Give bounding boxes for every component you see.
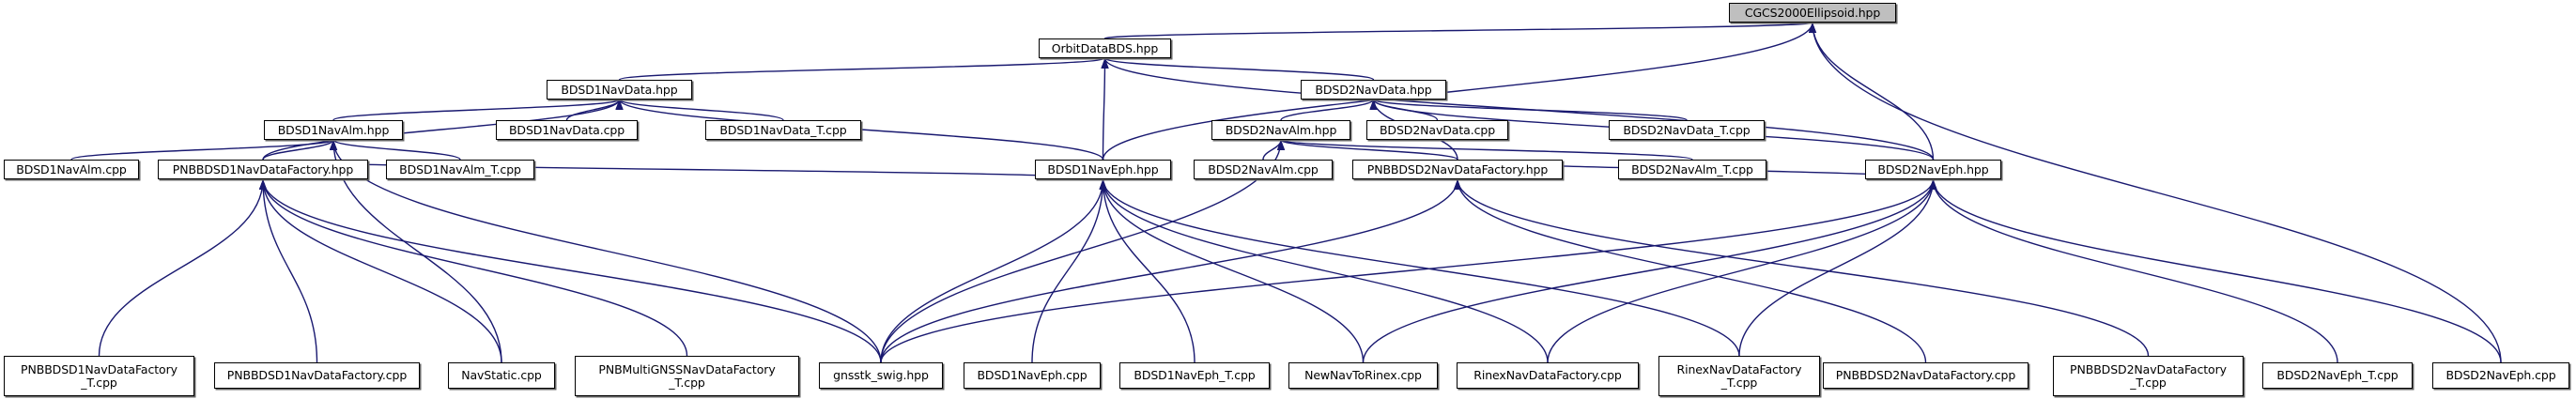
graph-node[interactable]: BDSD1NavData.cpp (496, 120, 638, 140)
graph-node[interactable]: NewNavToRinex.cpp (1288, 362, 1438, 389)
graph-edge (1808, 22, 1935, 161)
graph-node[interactable]: RinexNavDataFactory _T.cpp (1658, 356, 1820, 396)
graph-edge (1101, 57, 1375, 81)
graph-node[interactable]: BDSD2NavAlm.cpp (1194, 160, 1333, 179)
graph-edge (262, 139, 338, 161)
graph-edge (615, 99, 784, 121)
graph-node[interactable]: PNBBDSD1NavDataFactory.hpp (158, 160, 368, 179)
graph-node[interactable]: PNBBDSD1NavDataFactory _T.cpp (4, 356, 194, 396)
graph-node[interactable]: BDSD2NavEph_T.cpp (2262, 362, 2413, 389)
graph-node-root[interactable]: CGCS2000Ellipsoid.hpp (1729, 3, 1896, 23)
graph-edge (332, 99, 624, 121)
graph-node[interactable]: OrbitDataBDS.hpp (1039, 38, 1171, 58)
graph-node[interactable]: BDSD1NavAlm.hpp (264, 120, 403, 140)
graph-edge (1547, 178, 1937, 363)
graph-node[interactable]: BDSD1NavData_T.cpp (705, 120, 861, 140)
graph-edge (565, 99, 624, 121)
graph-edge (615, 99, 1104, 161)
graph-edge (329, 139, 461, 161)
graph-node[interactable]: PNBMultiGNSSNavDataFactory _T.cpp (575, 356, 799, 396)
graph-edge (880, 178, 1937, 363)
graph-edge (1101, 57, 1109, 161)
graph-edge (880, 178, 1462, 363)
graph-node[interactable]: NavStatic.cpp (448, 362, 555, 389)
graph-edge (1099, 178, 1195, 363)
graph-edge (1277, 139, 1693, 161)
graph-edge (1453, 178, 1927, 363)
graph-node[interactable]: BDSD1NavAlm.cpp (4, 160, 139, 179)
graph-edge (1103, 22, 1816, 39)
graph-edge (1031, 178, 1107, 363)
graph-node[interactable]: BDSD2NavEph.cpp (2432, 362, 2569, 389)
graph-node[interactable]: BDSD2NavEph.hpp (1865, 160, 2001, 179)
graph-edge (1929, 178, 2338, 363)
graph-edge (98, 178, 268, 357)
graph-edge (258, 178, 688, 357)
graph-node[interactable]: PNBBDSD2NavDataFactory.cpp (1823, 362, 2028, 389)
graph-edge (1808, 22, 2502, 363)
graph-edge (1280, 99, 1378, 121)
graph-node[interactable]: PNBBDSD2NavDataFactory.hpp (1352, 160, 1563, 179)
graph-node[interactable]: BDSD1NavAlm_T.cpp (386, 160, 534, 179)
graph-edge (258, 178, 882, 363)
graph-node[interactable]: PNBBDSD1NavDataFactory.cpp (214, 362, 420, 389)
graph-edge (1101, 57, 1935, 161)
graph-edge (258, 178, 502, 363)
graph-edge (1929, 178, 2502, 363)
graph-edge (258, 178, 318, 363)
graph-node[interactable]: BDSD2NavAlm_T.cpp (1618, 160, 1766, 179)
graph-node[interactable]: BDSD2NavAlm.hpp (1211, 120, 1350, 140)
graph-edge (1369, 99, 1439, 121)
graph-node[interactable]: BDSD2NavData_T.cpp (1609, 120, 1765, 140)
graph-node[interactable]: PNBBDSD2NavDataFactory _T.cpp (2053, 356, 2244, 396)
graph-edge (70, 139, 337, 161)
graph-edge (618, 57, 1109, 81)
graph-node[interactable]: BDSD2NavData.cpp (1366, 120, 1508, 140)
graph-edge (1362, 178, 1937, 363)
graph-edge (1262, 139, 1286, 161)
graph-edge (1369, 99, 1688, 121)
graph-node[interactable]: RinexNavDataFactory.cpp (1457, 362, 1639, 389)
graph-node[interactable]: BDSD1NavData.hpp (547, 80, 692, 100)
graph-node[interactable]: BDSD1NavEph.cpp (964, 362, 1101, 389)
graph-edge (1099, 178, 1365, 363)
graph-edge (1453, 178, 2150, 357)
graph-node[interactable]: BDSD1NavEph_T.cpp (1119, 362, 1270, 389)
graph-edge (1277, 139, 1458, 161)
graph-node[interactable]: BDSD1NavEph.hpp (1035, 160, 1171, 179)
graph-edge (1738, 178, 1937, 357)
graph-node[interactable]: BDSD2NavData.hpp (1301, 80, 1446, 100)
graph-node[interactable]: gnsstk_swig.hpp (819, 362, 943, 389)
graph-edge (1099, 178, 1740, 357)
graph-edge (880, 178, 1107, 363)
graph-edge (1099, 178, 1549, 363)
